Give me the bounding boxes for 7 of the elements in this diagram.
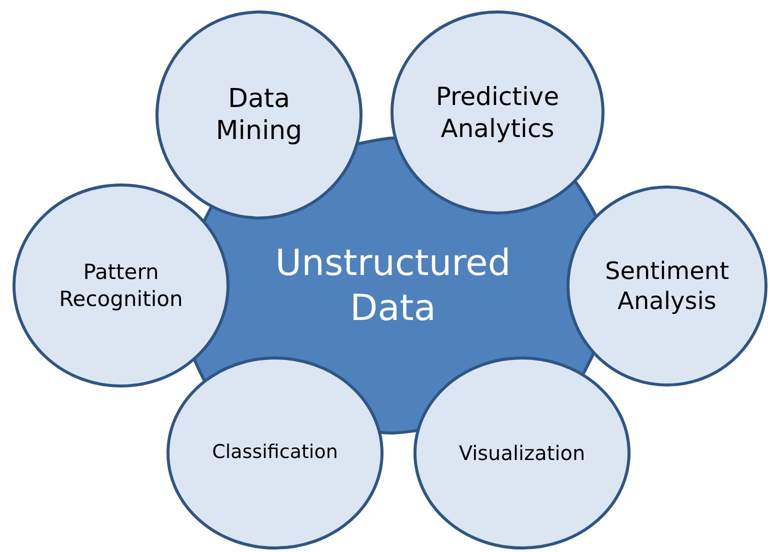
topic-label: Classification: [212, 441, 338, 465]
topic-label: Sentiment Analysis: [604, 256, 730, 316]
topic-label: Data Mining: [214, 82, 304, 148]
topic-label: Predictive Analytics: [434, 81, 560, 144]
topic-label: Visualization: [458, 440, 586, 466]
topic-label: Pattern Recognition: [58, 259, 184, 312]
central-topic-label: Unstructured Data: [274, 242, 512, 330]
